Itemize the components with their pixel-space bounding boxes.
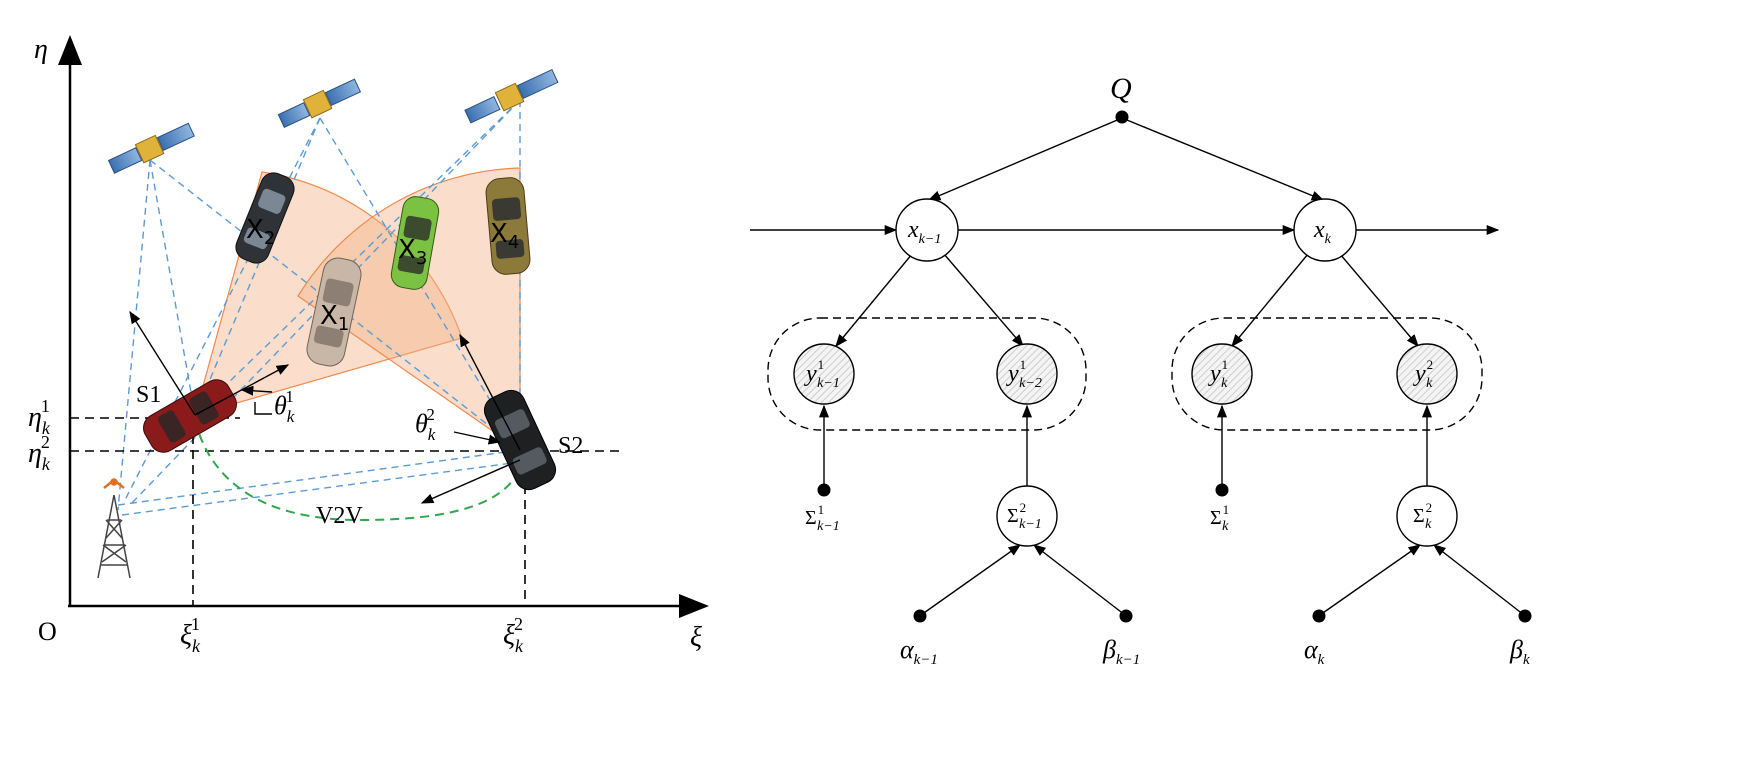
v2v-label: V2V [316,503,363,529]
s1-label: S1 [136,382,161,408]
eta1-label: ηk1 [28,396,51,438]
node-sig1-cur [1215,483,1229,497]
label-q: Q [1110,72,1132,105]
vehicle-x2-icon [235,172,295,264]
node-q [1115,110,1129,124]
node-y1-prev [793,343,855,405]
eta2-label: ηk2 [28,432,51,474]
origin-label: O [38,617,57,646]
satellite-2-icon [277,78,362,129]
node-a-cur [1312,609,1326,623]
s1-heading-arrow [129,310,196,416]
edge-bprev-sig [1033,544,1126,616]
theta1-label: θk1 [274,387,295,426]
node-x-cur [1293,198,1357,262]
x2-label: X2 [246,215,275,249]
x4-label: X4 [490,219,519,253]
base-station-tower-icon [97,478,131,579]
edge-q-xcur [1121,117,1325,201]
xi1-label: ξk1 [180,614,201,656]
edge-xprev-y2 [943,253,1024,347]
label-a-cur: αk [1304,635,1325,668]
theta1-angle-mark [254,402,272,415]
label-b-cur: βk [1509,635,1530,668]
x1-label: X1 [320,301,349,335]
edge-bcur-sig [1433,544,1525,616]
label-x-prev: xk−1 [907,217,941,247]
eta-axis-label: η [34,34,48,65]
s2-velocity-arrow [420,459,521,504]
satellite-1-icon [107,122,195,174]
vehicle-x1-icon [306,257,362,367]
xi-axis-label: ξ [690,622,702,653]
satellite-3-icon [464,68,559,124]
theta1-pointer [240,385,273,396]
edge-xcur-y1 [1231,253,1309,347]
node-b-prev [1119,609,1133,623]
edge-aprev-sig [920,544,1022,616]
s2-label: S2 [558,433,583,459]
edge-q-xprev [927,117,1123,201]
theta2-pointer [453,431,502,445]
observation-group-prev [767,317,1087,431]
theta2-label: θk2 [415,405,436,444]
vehicle-s1-icon [143,379,237,453]
observation-group-cur [1171,317,1483,431]
node-sig2-prev [996,485,1058,547]
node-x-prev [895,198,959,262]
node-y2-cur [1396,343,1458,405]
label-x-cur: xk [1313,217,1332,247]
xi2-label: ξk2 [503,614,524,656]
vehicle-x3-icon [390,196,440,290]
s2-heading-arrow [459,333,521,451]
vehicle-x4-icon [485,177,531,275]
edge-acur-sig [1319,544,1422,616]
x3-label: X3 [398,235,427,269]
edge-xcur-y2 [1339,253,1419,347]
node-y2-prev [996,343,1058,405]
label-a-prev: αk−1 [900,635,938,668]
label-b-prev: βk−1 [1102,635,1140,668]
node-y1-cur [1191,343,1253,405]
sensing-sector-s2 [297,167,521,452]
node-b-cur [1518,609,1532,623]
v2v-link [194,419,523,522]
node-sig1-prev [817,483,831,497]
left-panel: η ξ O ηk1 ηk2 ξk1 ξk2 θk1 θk2 S1 S2 V2V … [28,34,709,656]
node-sig2-cur [1396,485,1458,547]
node-a-prev [913,609,927,623]
edge-xprev-y1 [835,253,913,347]
